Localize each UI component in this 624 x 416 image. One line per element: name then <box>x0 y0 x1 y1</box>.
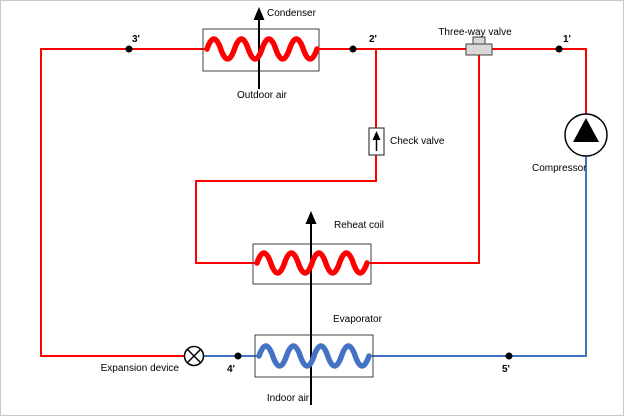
pipe-hot-reheat-to-valve <box>367 54 480 264</box>
expansion-device-symbol <box>183 345 205 367</box>
state-point-dot-5 <box>505 352 513 360</box>
state-point-dot-2 <box>349 45 357 53</box>
heat-exchanger-coils <box>204 36 372 369</box>
evaporator-coil <box>256 343 372 369</box>
compressor-triangle-icon <box>573 118 599 142</box>
pipe-hot-top-right <box>317 48 587 114</box>
hot-refrigerant-pipes <box>40 48 587 357</box>
check-valve-symbol <box>368 127 385 156</box>
reheat-coil <box>254 250 370 276</box>
compressor-symbol <box>564 113 608 157</box>
pipe-hot-check-valve-branch <box>195 49 377 264</box>
three-way-valve-symbol <box>465 36 493 56</box>
state-point-dot-3 <box>125 45 133 53</box>
state-point-dots <box>125 45 563 360</box>
check-valve-arrowhead-icon <box>372 131 381 140</box>
condenser-coil <box>204 36 320 62</box>
evaporator-box <box>254 334 374 378</box>
expansion-device-x-2 <box>186 348 202 364</box>
component-boxes <box>202 28 374 378</box>
state-point-dot-1 <box>555 45 563 53</box>
state-point-dot-4 <box>234 352 242 360</box>
pipe-hot-left-loop <box>40 48 207 357</box>
cold-refrigerant-pipes <box>203 156 587 357</box>
outdoor-air-arrowhead-icon <box>253 7 265 20</box>
three-way-valve-body <box>465 43 493 56</box>
indoor-air-arrowhead-icon <box>305 211 317 224</box>
pipe-cold-evaporator-to-compressor <box>369 156 587 357</box>
